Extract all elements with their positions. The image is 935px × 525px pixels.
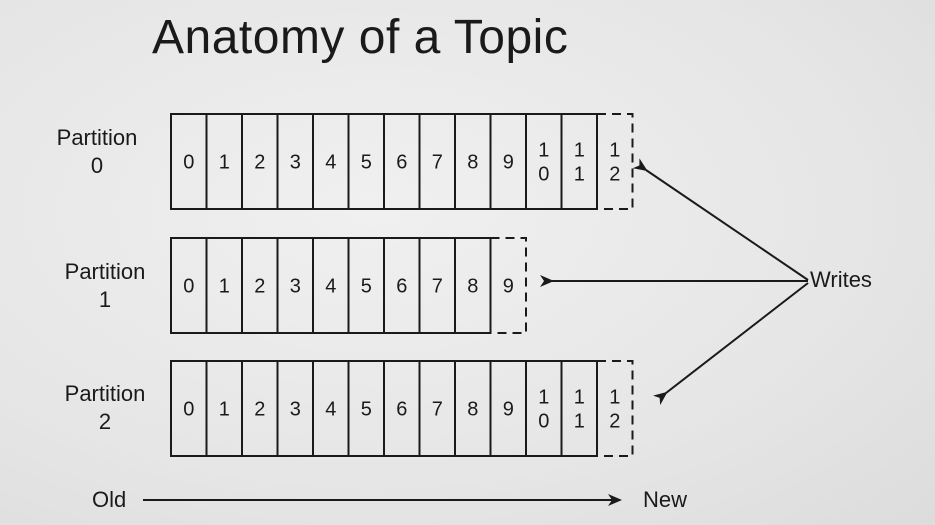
partition-1-next-offset-text: 9	[503, 276, 514, 298]
write-arrow-partition-0	[632, 158, 809, 281]
partition-0-offset-4-text: 4	[325, 152, 336, 174]
partition-0-offset-10-digit: 0	[538, 164, 549, 186]
axis-old-label: Old	[92, 487, 127, 512]
partition-0-offset-7-text: 7	[432, 152, 443, 174]
partition-2-offset-0-text: 0	[183, 399, 194, 421]
partition-2-label-line2: 2	[98, 409, 112, 434]
partition-0-label-line2: 0	[90, 153, 104, 178]
partition-1-offset-6-text: 6	[396, 276, 407, 298]
partition-2-offset-4-text: 4	[325, 399, 336, 421]
partition-0-next-offset-digit: 2	[609, 164, 620, 186]
partition-2-offset-3-text: 3	[290, 399, 301, 421]
partition-2-offset-10-digit: 1	[538, 387, 549, 409]
writes-label: Writes	[810, 267, 872, 292]
partition-1-offset-2-text: 2	[254, 276, 265, 298]
partition-2-label: Partition 2	[50, 380, 160, 436]
partition-0-offset-9-text: 9	[503, 152, 514, 174]
partition-2-offset-11-digit: 1	[574, 411, 585, 433]
partition-1-offset-8-text: 8	[467, 276, 478, 298]
partition-2-offset-2-text: 2	[254, 399, 265, 421]
partition-0-offset-1-text: 1	[219, 152, 230, 174]
partition-0-offset-5-text: 5	[361, 152, 372, 174]
partition-1-label-line2: 1	[98, 287, 112, 312]
partition-0-offset-2-text: 2	[254, 152, 265, 174]
partition-0-label-line1: Partition	[56, 125, 138, 150]
partition-1-offset-5-text: 5	[361, 276, 372, 298]
partition-1-offset-0-text: 0	[183, 276, 194, 298]
slide-title: Anatomy of a Topic	[152, 11, 569, 64]
partition-0-offset-8-text: 8	[467, 152, 478, 174]
partition-2-offset-7-text: 7	[432, 399, 443, 421]
partition-1-offset-7-text: 7	[432, 276, 443, 298]
write-arrow-partition-2	[652, 282, 809, 406]
partition-2-offset-10-digit: 0	[538, 411, 549, 433]
partition-0-offset-3-text: 3	[290, 152, 301, 174]
partition-0-offset-10-digit: 1	[538, 140, 549, 162]
partition-2-offset-5-text: 5	[361, 399, 372, 421]
partition-2-next-offset-slot	[597, 360, 634, 457]
partition-2-next-offset-digit: 2	[609, 411, 620, 433]
partition-1-offset-3-text: 3	[290, 276, 301, 298]
partition-2-offset-1-text: 1	[219, 399, 230, 421]
partition-1-label-line1: Partition	[64, 259, 146, 284]
partition-0-offset-11-digit: 1	[574, 140, 585, 162]
partition-0-offset-6-text: 6	[396, 152, 407, 174]
partition-2-next-offset-digit: 1	[609, 387, 620, 409]
partition-0-label: Partition 0	[42, 124, 152, 180]
partition-1-log-border	[170, 237, 492, 334]
partition-1-label: Partition 1	[50, 258, 160, 314]
axis-new-label: New	[643, 487, 688, 512]
partition-2-offset-6-text: 6	[396, 399, 407, 421]
partition-1-log: 0 1 2 3 4 5 6 7 8 9	[170, 237, 527, 334]
partition-0-next-offset-digit: 1	[609, 140, 620, 162]
partition-2-offset-9-text: 9	[503, 399, 514, 421]
partition-2-label-line1: Partition	[64, 381, 146, 406]
partition-2-offset-8-text: 8	[467, 399, 478, 421]
partition-0-offset-0-text: 0	[183, 152, 194, 174]
partition-1-offset-4-text: 4	[325, 276, 336, 298]
partition-1-offset-1-text: 1	[219, 276, 230, 298]
partition-1-next-offset-slot	[490, 237, 527, 334]
partition-0-offset-11-digit: 1	[574, 164, 585, 186]
partition-2-offset-11-digit: 1	[574, 387, 585, 409]
partition-0-next-offset-slot	[597, 113, 634, 210]
